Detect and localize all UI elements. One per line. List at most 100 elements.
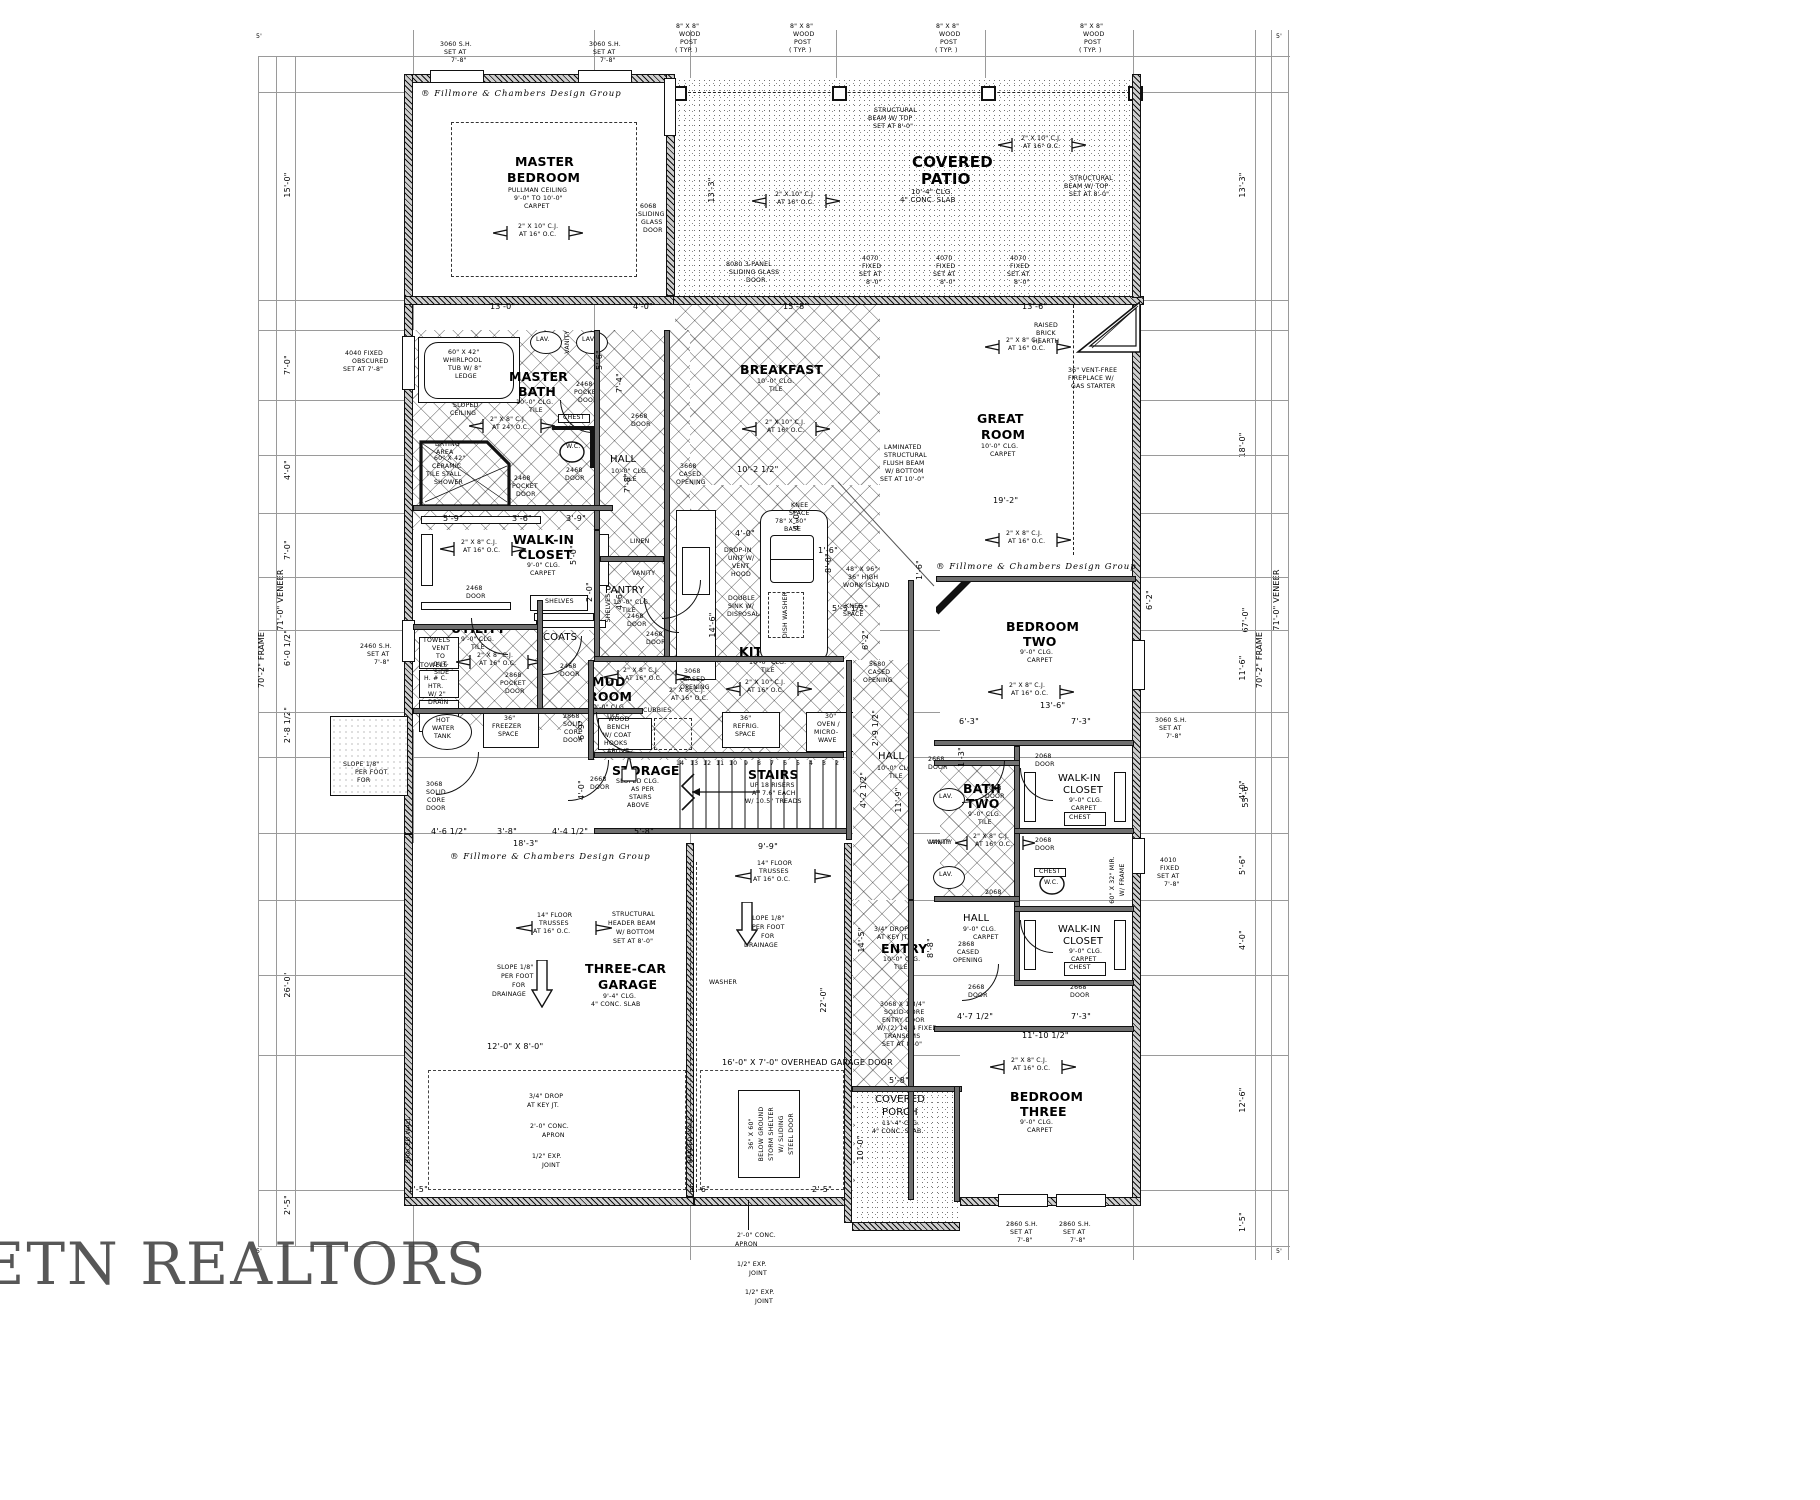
door2868sc-l2: SOLID <box>563 721 583 728</box>
truss-g1-l3: AT 16" O.C. <box>533 928 571 935</box>
dryer <box>419 637 459 669</box>
beam2-l3: SET AT 8'-0" <box>1069 191 1110 198</box>
chest-label-2: CHEST <box>1069 814 1091 821</box>
porch-note-1: 11'-4" CLG. <box>882 1120 920 1127</box>
towels-label-2: CHEST <box>1039 868 1061 875</box>
ac-pad-label-2: PER FOOT <box>355 769 388 776</box>
sloped-ceiling-l2: CEILING <box>450 410 477 417</box>
joist-patio2-l2: AT 16" O.C. <box>1023 143 1061 150</box>
door2468c-l1: 2468 <box>560 663 577 670</box>
dim-4-0-a: 4'-0" <box>633 302 653 311</box>
dim-14-6: 14'-6" <box>707 612 717 638</box>
dryer-label: TOWELS <box>423 637 451 644</box>
wic-master-note-1: 9'-0" CLG. <box>527 562 561 569</box>
joist-symbol-kitchen <box>726 680 812 698</box>
door2468d-l2: DOOR <box>627 621 647 628</box>
dim-right-3: 11'-6" <box>1237 655 1247 681</box>
room-label-porch-l2: PORCH <box>882 1107 918 1118</box>
vanity-label-master: VANITY <box>563 330 571 354</box>
garage-note-2: 4" CONC. SLAB <box>591 1001 641 1008</box>
dim-frame-left-outer <box>258 56 259 1246</box>
bed2-note-2: CARPET <box>1027 657 1053 664</box>
dim-right-67-0: 67'-0" <box>1240 607 1250 633</box>
dim-left-frame: 70'-2" FRAME <box>256 631 266 689</box>
joist-kitchen-l1: 2" X 10" C.J. <box>745 679 786 686</box>
hall-center-note-1: 10'-0" CLG. <box>877 765 915 772</box>
dim-5-8-garage: 5'-8" <box>634 827 654 836</box>
knee-space-2-l1: KNEE <box>845 603 863 610</box>
dim-1-6-br: 1'-6" <box>690 1185 710 1194</box>
oven-l4: WAVE <box>818 737 837 744</box>
work-island-l3: WORK ISLAND <box>843 582 890 589</box>
cubbies-label: CUBBIES <box>643 707 672 714</box>
door2468b-l1: 2468 <box>466 585 483 592</box>
joist-mud1-l2: AT 16" O.C. <box>625 675 663 682</box>
work-island-l2: 36" HIGH <box>848 574 879 581</box>
chest-label-3: CHEST <box>1069 964 1091 971</box>
door-swing-garage-entry[interactable] <box>436 752 479 795</box>
dim-8-0: 8'-0" <box>823 553 833 573</box>
washer <box>419 670 459 698</box>
opening-12x8-l1: WASHER <box>709 979 738 986</box>
sh3060c-l1: 3060 S.H. <box>1155 717 1187 724</box>
stall-shower-l4: SHOWER <box>434 479 463 486</box>
joist-symbol-bed3 <box>990 1058 1076 1076</box>
truss-g2-l2: TRUSSES <box>759 868 789 875</box>
exterior-wall-bottom-bed3 <box>960 1197 1141 1206</box>
wic2-note-1: 9'-0" CLG. <box>1069 797 1103 804</box>
joist-kitchen-l2: AT 16" O.C. <box>747 687 785 694</box>
room-label-master-bath-l1: MASTER <box>509 369 569 384</box>
dim-2-0: 2'-0" <box>584 582 594 602</box>
structural-header-l1: STRUCTURAL <box>612 911 655 918</box>
dim-right-veneer: 71'-0" VENEER <box>1271 569 1281 631</box>
mirror-6040-l1: 60" X 32" MIR. <box>1108 856 1116 904</box>
joist-symbol-utility <box>456 653 542 671</box>
dim-7-8: 7'-8" <box>622 473 632 493</box>
riser-num-7: 7 <box>770 760 775 767</box>
window-master-bath <box>402 336 415 390</box>
door3068sc-l3: CORE <box>427 797 446 804</box>
room-label-hall-master: HALL <box>610 454 637 465</box>
fireplace-note-l3: GAS STARTER <box>1071 383 1116 390</box>
tub-label-1: 60" X 42" <box>448 349 480 356</box>
great-room-note-1: 10'-0" CLG. <box>981 443 1019 450</box>
beam1-l3: SET AT 8'-0" <box>873 123 914 130</box>
door2868sc-l4: DOOR <box>563 737 583 744</box>
hot-water-tank-l1: HOT <box>436 717 450 724</box>
joist-patio1-l1: 2" X 10" C.J. <box>775 191 816 198</box>
wall-wic3-top <box>1014 906 1134 912</box>
mirror-6040-l2: W/ FRAME <box>1118 863 1126 897</box>
sgd-6068-l3: GLASS <box>641 219 663 226</box>
dim-right-1: 13'-3" <box>1237 172 1247 198</box>
slope-drain-2-l1: SLOPE 1/8" <box>748 915 785 922</box>
corner-mark-bl: 5' <box>256 1248 263 1255</box>
room-label-wic3-l1: WALK-IN <box>1058 924 1101 935</box>
dim-19-2: 19'-2" <box>993 496 1019 505</box>
dim-right-4: 4'-0" <box>1237 780 1247 800</box>
tub-label-2: WHIRLPOOL <box>443 357 483 364</box>
dim-4-4: 4'-4 1/2" <box>552 827 589 836</box>
sliding-glass-door-master <box>664 78 676 136</box>
dim-6-2-a: 6'-2" <box>860 630 870 650</box>
hall-center-note-2: TILE <box>889 773 903 780</box>
wall-utility-bottom <box>413 708 643 714</box>
wall-storage-bottom <box>594 828 852 834</box>
storage-note-4: ABOVE <box>627 802 650 809</box>
fx4010-l2: FIXED <box>1160 865 1180 872</box>
fx4070c-l4: 8'-0" <box>1014 279 1030 286</box>
dim-left-veneer: 71'-0" VENEER <box>275 569 285 631</box>
dim-right-5: 5'-6" <box>1237 855 1247 875</box>
exterior-wall-bottom-garage2 <box>694 1197 852 1206</box>
wall-hall-center-left <box>846 660 852 840</box>
wall-hall-left <box>594 330 600 530</box>
laminated-beam-l5: SET AT 10'-0" <box>880 476 925 483</box>
cased3668-l3: OPENING <box>676 479 706 486</box>
lavatory-master-2 <box>576 331 608 354</box>
joist-bed2-l2: AT 16" O.C. <box>1011 690 1049 697</box>
door-swing-bed3[interactable] <box>962 964 999 1001</box>
drying-area-l2: AREA <box>436 449 454 456</box>
hall-master-note-2: TILE <box>623 476 637 483</box>
structural-header-l4: SET AT 8'-0" <box>613 938 654 945</box>
freezer-l3: SPACE <box>498 731 519 738</box>
drop-in-l4: HOOD <box>731 571 751 578</box>
